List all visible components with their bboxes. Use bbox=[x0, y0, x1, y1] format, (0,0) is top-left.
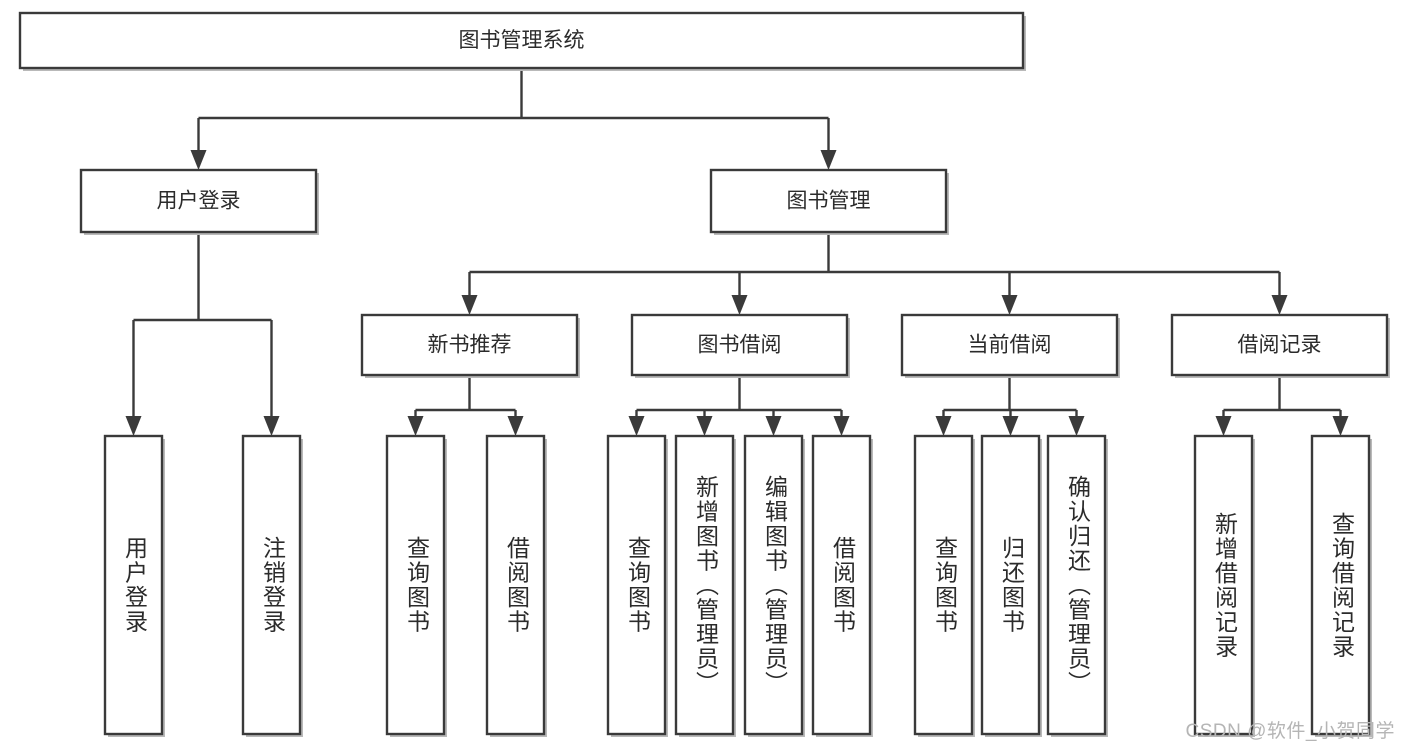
connector-layer bbox=[125, 68, 1349, 436]
node-label: 图书管理系统 bbox=[459, 29, 585, 52]
node-leaf-9[interactable] bbox=[980, 434, 1042, 737]
arrow-head-icon bbox=[1215, 416, 1232, 436]
arrow-head-icon bbox=[263, 416, 280, 436]
arrow-head-icon bbox=[507, 416, 524, 436]
node-level3-3[interactable]: 借阅记录 bbox=[1170, 313, 1390, 378]
node-level2-1[interactable]: 图书管理 bbox=[709, 168, 949, 235]
arrow-head-icon bbox=[833, 416, 850, 436]
node-leaf-11[interactable] bbox=[1193, 434, 1255, 737]
arrow-head-icon bbox=[1068, 416, 1085, 436]
node-leaf-0[interactable] bbox=[103, 434, 165, 737]
node-level3-1[interactable]: 图书借阅 bbox=[630, 313, 850, 378]
arrow-head-icon bbox=[407, 416, 424, 436]
arrow-head-icon bbox=[1001, 295, 1018, 315]
node-level2-0[interactable]: 用户登录 bbox=[79, 168, 319, 235]
node-leaf-2[interactable] bbox=[385, 434, 447, 737]
node-leaf-4[interactable] bbox=[606, 434, 668, 737]
node-label: 用户登录 bbox=[157, 190, 241, 213]
arrow-head-icon bbox=[696, 416, 713, 436]
node-label: 图书借阅 bbox=[698, 334, 782, 357]
node-leaf-10[interactable] bbox=[1046, 434, 1108, 737]
node-leaf-1[interactable] bbox=[241, 434, 303, 737]
node-label: 当前借阅 bbox=[968, 334, 1052, 357]
node-leaf-3[interactable] bbox=[485, 434, 547, 737]
node-label: 图书管理 bbox=[787, 190, 871, 213]
node-root-图书管理系统[interactable]: 图书管理系统 bbox=[18, 11, 1026, 71]
node-leaf-5[interactable] bbox=[674, 434, 736, 737]
arrow-head-icon bbox=[190, 150, 207, 170]
arrow-head-icon bbox=[765, 416, 782, 436]
watermark-text: CSDN @软件_小贺同学 bbox=[1185, 721, 1395, 742]
arrow-head-icon bbox=[1002, 416, 1019, 436]
arrow-head-icon bbox=[1271, 295, 1288, 315]
node-leaf-12[interactable] bbox=[1310, 434, 1372, 737]
arrow-head-icon bbox=[935, 416, 952, 436]
arrow-head-icon bbox=[1332, 416, 1349, 436]
arrow-head-icon bbox=[731, 295, 748, 315]
node-leaf-7[interactable] bbox=[811, 434, 873, 737]
node-level3-2[interactable]: 当前借阅 bbox=[900, 313, 1120, 378]
node-level3-0[interactable]: 新书推荐 bbox=[360, 313, 580, 378]
arrow-head-icon bbox=[628, 416, 645, 436]
arrow-head-icon bbox=[125, 416, 142, 436]
node-label: 新书推荐 bbox=[428, 334, 512, 357]
node-label: 借阅记录 bbox=[1238, 334, 1322, 357]
arrow-head-icon bbox=[820, 150, 837, 170]
node-leaf-6[interactable] bbox=[743, 434, 805, 737]
node-leaf-8[interactable] bbox=[913, 434, 975, 737]
arrow-head-icon bbox=[461, 295, 478, 315]
